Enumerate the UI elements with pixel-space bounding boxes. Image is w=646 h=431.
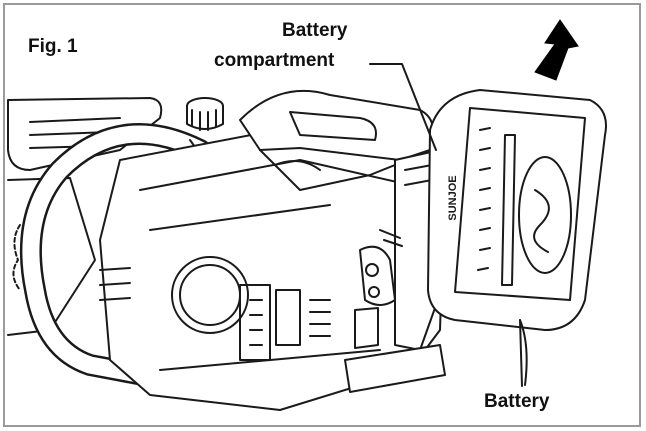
- figure-frame: [3, 3, 641, 427]
- battery-label: Battery: [484, 391, 550, 412]
- battery-compartment-label-line1: Battery: [282, 20, 348, 41]
- oil-cap: [186, 97, 224, 131]
- removal-arrow: [534, 19, 579, 81]
- battery-brand-label: SUNJOE: [447, 175, 459, 220]
- figure-number-label: Fig. 1: [28, 36, 78, 57]
- battery-pack: [427, 89, 607, 386]
- battery-compartment-label-line2: compartment: [214, 50, 335, 71]
- motor-housing: [99, 119, 446, 411]
- callout-leaders: [369, 63, 523, 387]
